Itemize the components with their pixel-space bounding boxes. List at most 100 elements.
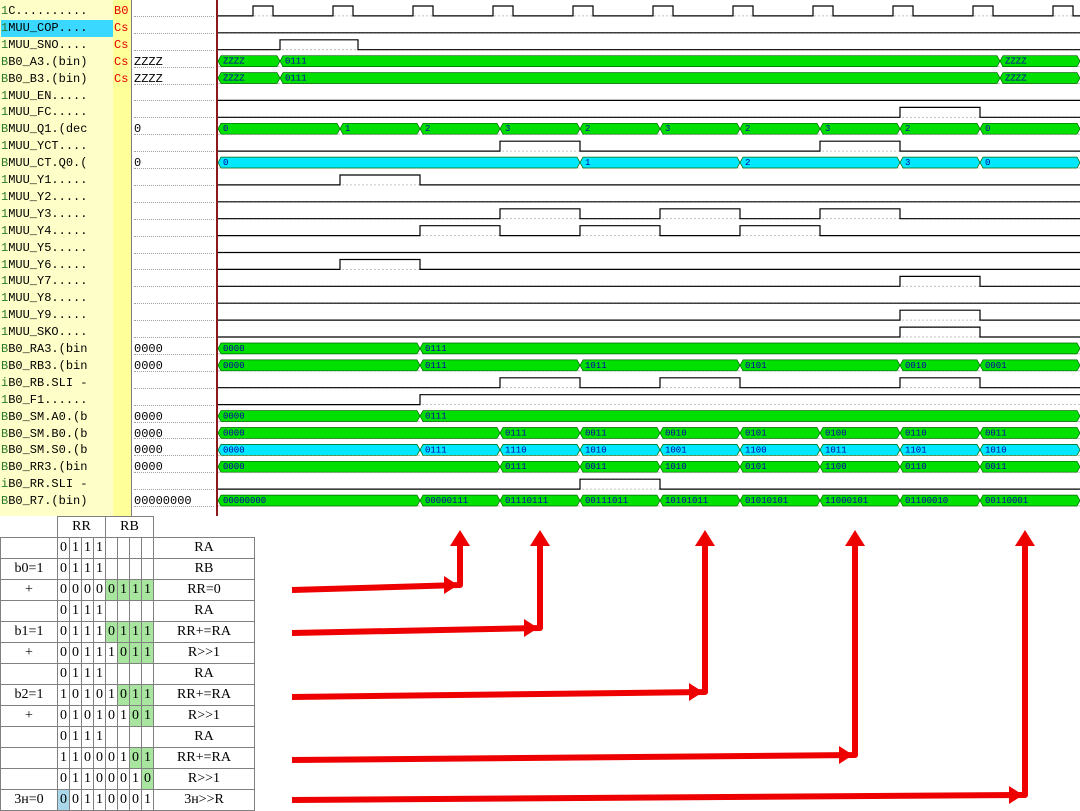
bus-segment <box>579 427 661 439</box>
bus-segment-label: 0101 <box>745 462 767 472</box>
signal-name-text: B0_RB3.(bin <box>8 358 88 373</box>
arrow-bend <box>1009 786 1023 804</box>
signal-name[interactable]: 1MUU_SNO.... <box>1 37 113 54</box>
signal-name[interactable]: BB0_RR3.(bin <box>1 459 113 476</box>
bus-segment <box>579 460 661 473</box>
bit-cell: 0 <box>105 621 118 643</box>
bus-segment-label: 0011 <box>985 462 1007 472</box>
bit-cell: 1 <box>93 726 106 748</box>
bit-cell: 1 <box>105 684 118 706</box>
bit-cell: 0 <box>69 642 82 664</box>
bit-cell: 1 <box>141 579 154 601</box>
signal-name-text: MUU_Y8..... <box>8 291 88 306</box>
signal-name[interactable]: 1B0_F1...... <box>1 392 113 409</box>
row-label <box>0 768 58 790</box>
signal-name[interactable]: BMUU_Q1.(dec <box>1 121 113 138</box>
signal-name[interactable]: BB0_SM.A0.(b <box>1 409 113 426</box>
signal-name[interactable]: iB0_RB.SLI - <box>1 375 113 392</box>
signal-type-tag: B <box>1 122 9 137</box>
bit-cell: 0 <box>57 789 70 811</box>
signal-name[interactable]: 1MUU_YCT.... <box>1 138 113 155</box>
bit-cell: 0 <box>93 684 106 706</box>
signal-name[interactable]: BB0_SM.S0.(b <box>1 442 113 459</box>
bit-cell: 1 <box>81 726 94 748</box>
signal-name[interactable]: BB0_SM.B0.(b <box>1 426 113 443</box>
bit-cell: 0 <box>57 537 70 559</box>
bus-segment-label: 10101011 <box>665 496 708 506</box>
bus-segment-label: 00110001 <box>985 496 1028 506</box>
signal-name[interactable]: BB0_B3.(bin) <box>1 71 113 88</box>
row-divider <box>134 337 214 338</box>
signal-name[interactable]: BB0_RA3.(bin <box>1 341 113 358</box>
signal-name[interactable]: 1MUU_Y2..... <box>1 189 113 206</box>
row-label: b0=1 <box>0 558 58 580</box>
bit-cell <box>141 726 154 748</box>
signal-name[interactable]: BB0_R7.(bin) <box>1 493 113 510</box>
signal-mode: B0 <box>114 4 129 18</box>
bus-segment-label: 2 <box>745 158 750 168</box>
bus-segment-label: 0111 <box>425 344 447 354</box>
bus-segment-label: 1010 <box>585 445 607 455</box>
arrow-head <box>845 530 865 546</box>
row-divider <box>134 49 214 51</box>
row-label <box>0 600 58 622</box>
bit-cell: 0 <box>105 789 118 811</box>
bit-cell <box>141 558 154 580</box>
signal-name[interactable]: 1C.......... <box>1 3 113 20</box>
bit-waveform <box>218 377 1080 389</box>
bus-segment <box>419 444 501 456</box>
bus-segment-label: ZZZZ <box>1005 74 1027 84</box>
signal-name[interactable]: 1MUU_Y1..... <box>1 172 113 189</box>
signal-name[interactable]: 1MUU_Y8..... <box>1 290 113 307</box>
bus-segment <box>659 122 741 135</box>
bus-segment <box>739 359 901 372</box>
signal-type-tag: 1 <box>1 139 9 154</box>
signal-name[interactable]: 1MUU_COP.... <box>1 19 113 37</box>
bus-segment-label: 0110 <box>905 462 927 472</box>
bus-segment-label: 3 <box>905 158 910 168</box>
time-cursor[interactable] <box>216 0 218 516</box>
signal-name[interactable]: 1MUU_FC..... <box>1 104 113 121</box>
bit-cell: 1 <box>141 705 154 727</box>
signal-name[interactable]: 1MUU_Y6..... <box>1 257 113 274</box>
row-label <box>0 537 58 559</box>
bit-cell: 0 <box>129 747 142 769</box>
bus-segment <box>739 494 821 507</box>
bit-waveform <box>218 5 1080 17</box>
signal-name[interactable]: 1MUU_SKO.... <box>1 324 113 341</box>
bus-segment-label: 3 <box>825 124 830 134</box>
bit-waveform <box>218 208 1080 220</box>
bus-segment-label: 2 <box>905 124 910 134</box>
signal-name[interactable]: 1MUU_Y4..... <box>1 223 113 240</box>
row-divider <box>134 438 214 440</box>
bit-cell: 0 <box>81 705 94 727</box>
signal-name[interactable]: 1MUU_Y7..... <box>1 273 113 290</box>
bit-cell: 0 <box>129 705 142 727</box>
arrow-line <box>291 544 543 636</box>
bus-segment-label: 0101 <box>745 428 767 438</box>
signal-name[interactable]: BB0_RB3.(bin <box>1 358 113 375</box>
signal-name[interactable]: 1MUU_Y5..... <box>1 240 113 257</box>
bus-segment <box>218 342 421 355</box>
signal-name[interactable]: 1MUU_Y9..... <box>1 307 113 324</box>
bit-cell: 0 <box>57 768 70 790</box>
signal-name[interactable]: BB0_A3.(bin) <box>1 54 113 71</box>
signal-name[interactable]: iB0_RR.SLI - <box>1 476 113 493</box>
bus-segment-label: 1010 <box>985 445 1007 455</box>
operation-cell: RA <box>153 600 255 622</box>
signal-type-tag: 1 <box>1 392 9 407</box>
bus-segment-label: 0000 <box>223 462 245 472</box>
signal-name[interactable]: 1MUU_Y3..... <box>1 206 113 223</box>
arrow-line <box>291 544 463 593</box>
signal-name[interactable]: 1MUU_EN..... <box>1 88 113 105</box>
signal-name-text: MUU_COP.... <box>8 20 88 35</box>
signal-type-tag: 1 <box>1 257 9 272</box>
signal-type-tag: B <box>1 358 9 373</box>
signal-name[interactable]: BMUU_CT.Q0.( <box>1 155 113 172</box>
bit-cell <box>117 600 130 622</box>
